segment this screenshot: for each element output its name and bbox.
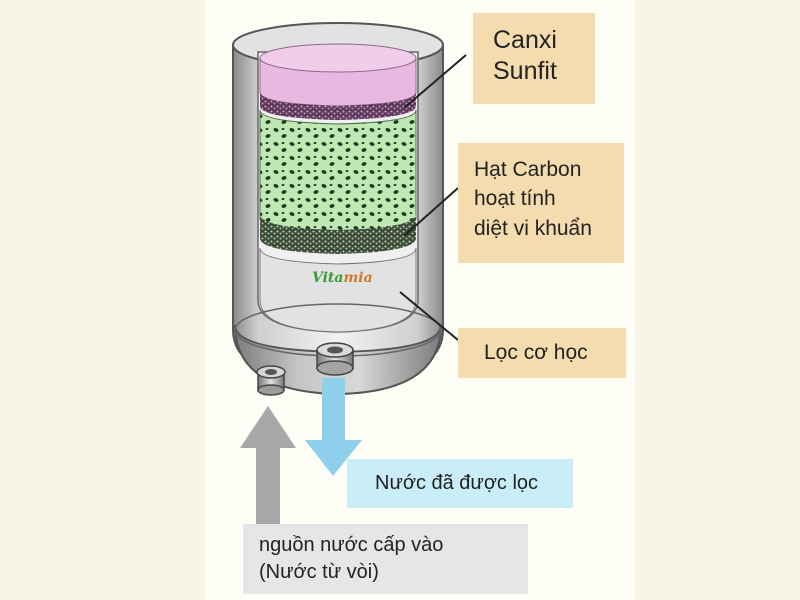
carbon-layer: [259, 109, 417, 235]
label-nguon-line-1: nguồn nước cấp vào: [259, 534, 444, 556]
background-left: [0, 0, 205, 600]
label-loc-text: Lọc cơ học: [484, 341, 588, 364]
calcium-grain-band: [260, 92, 416, 120]
outlet-nozzle: [316, 342, 354, 376]
inlet-nozzle: [256, 365, 286, 396]
label-water-source: nguồn nước cấp vào (Nước từ vòi): [243, 524, 528, 594]
label-carbon-line-2: hoạt tính: [474, 187, 556, 211]
label-nguon-line-2: (Nước từ vòi): [259, 561, 379, 583]
label-calcium-sulfite: Canxi Sunfit: [473, 13, 595, 104]
label-filtered-water: Nước đã được lọc: [347, 459, 573, 508]
leader-carbon: [403, 187, 459, 237]
leader-loc: [399, 291, 459, 341]
label-carbon-line-3: diệt vi khuẩn: [474, 216, 592, 240]
label-activated-carbon: Hạt Carbon hoạt tính diệt vi khuẩn: [458, 143, 624, 263]
label-calcium-line-1: Canxi: [493, 26, 557, 54]
source-water-arrow: [240, 406, 296, 524]
vitamia-logo: Vitamia: [312, 270, 373, 286]
leader-canxi: [403, 54, 467, 109]
label-nuoc-text: Nước đã được lọc: [375, 472, 539, 494]
label-mechanical-filter: Lọc cơ học: [458, 328, 626, 378]
mechanical-filter-layer: [259, 247, 417, 333]
filtered-water-arrow: [305, 378, 362, 476]
label-calcium-line-2: Sunfit: [493, 57, 557, 86]
background-right: [635, 0, 800, 600]
carbon-grain-band: [260, 214, 416, 254]
label-carbon-line-1: Hạt Carbon: [474, 158, 582, 181]
